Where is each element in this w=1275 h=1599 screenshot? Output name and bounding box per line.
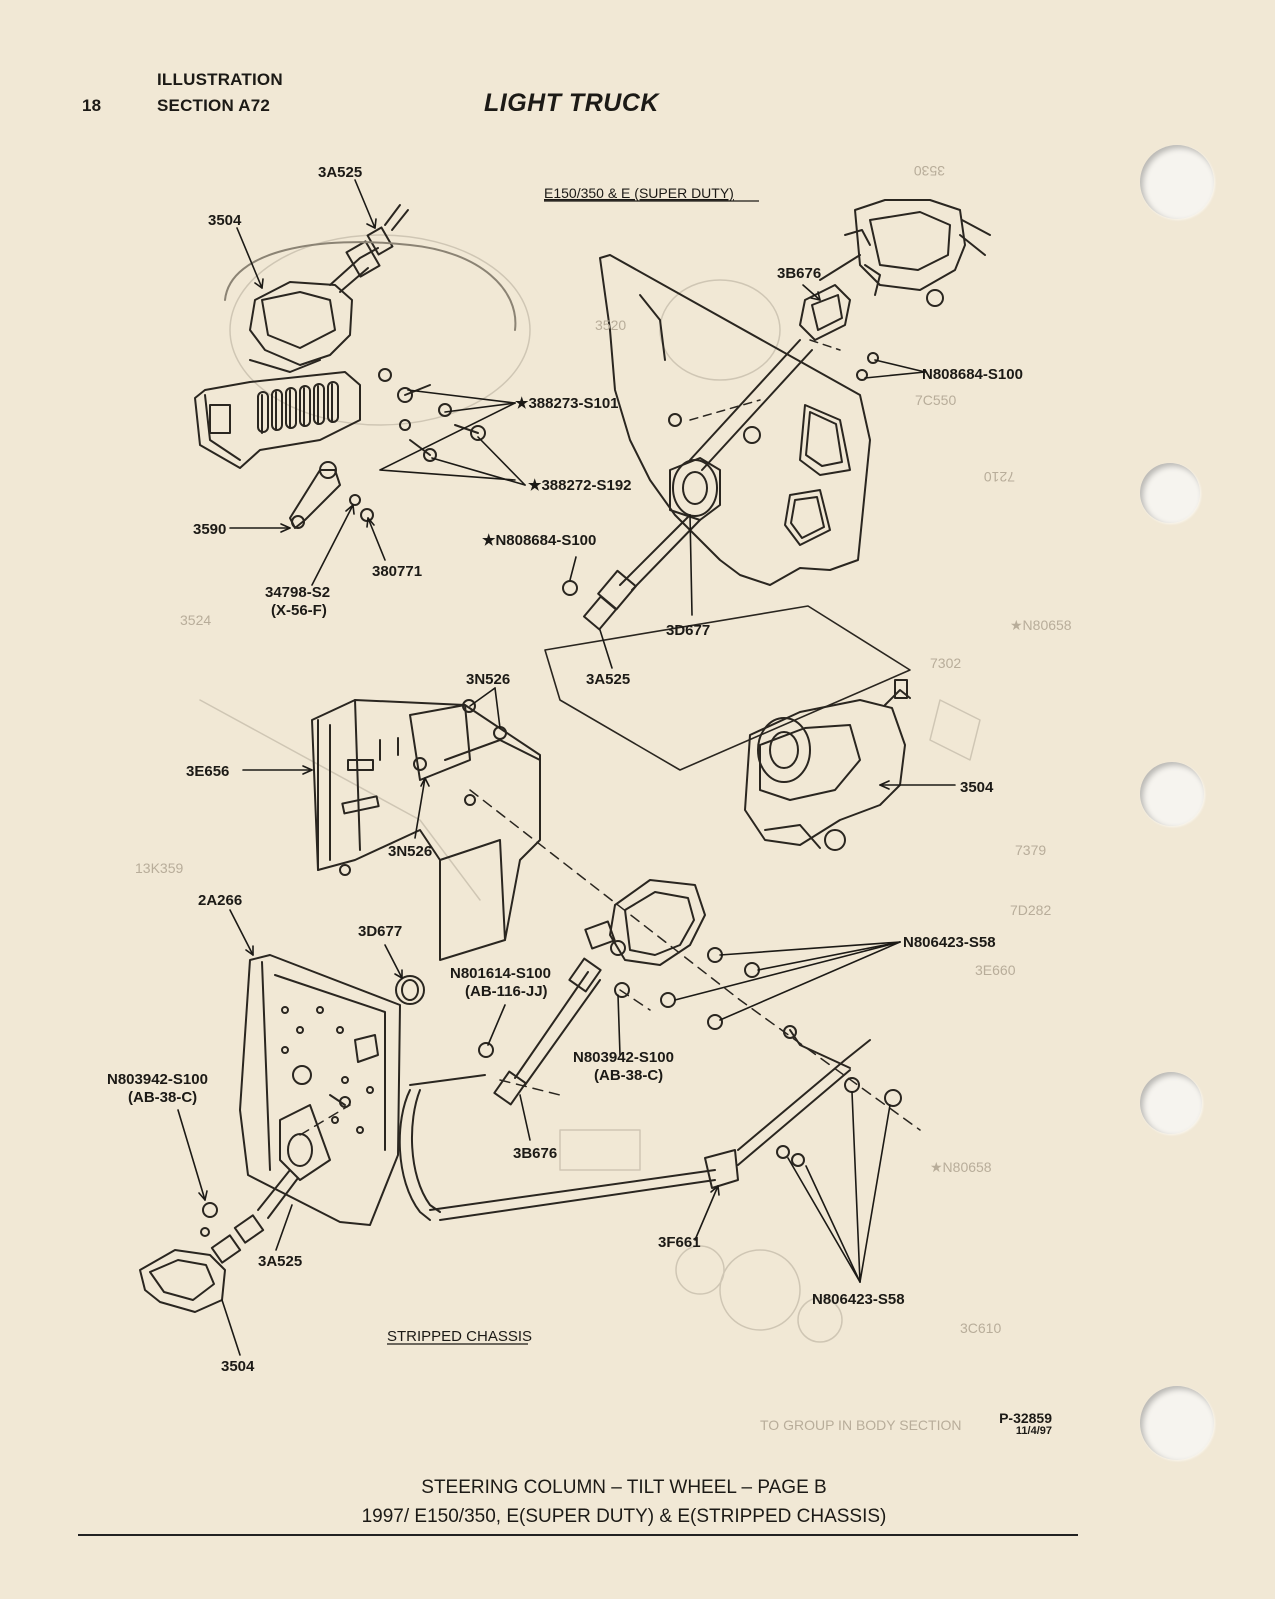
callout-2a266: 2A266: [198, 892, 242, 909]
callout-380771: 380771: [372, 563, 422, 580]
caption-line-2: 1997/ E150/350, E(SUPER DUTY) & E(STRIPP…: [361, 1506, 887, 1527]
svg-text:3524: 3524: [180, 612, 211, 628]
header-illustration: ILLUSTRATION: [157, 70, 283, 89]
callout-3d677-bot: 3D677: [358, 923, 402, 940]
svg-text:7C550: 7C550: [915, 392, 956, 408]
callout-34798-a: 34798-S2: [265, 584, 330, 601]
callout-3504-top: 3504: [208, 212, 242, 229]
binder-hole-2: [1140, 463, 1200, 523]
callout-3b676-bot: 3B676: [513, 1145, 557, 1162]
svg-text:★N80658: ★N80658: [1010, 617, 1072, 633]
callout-3504-mid: 3504: [960, 779, 994, 796]
binder-hole-5: [1140, 1386, 1214, 1460]
page-number: 18: [82, 96, 102, 115]
leader-lines: [177, 179, 956, 1356]
callout-n808684-right: N808684-S100: [922, 366, 1023, 383]
svg-text:★N80658: ★N80658: [930, 1159, 992, 1175]
middle-bracket: [311, 699, 541, 961]
callout-3f661: 3F661: [658, 1234, 701, 1251]
callout-34798-b: (X-56-F): [271, 602, 327, 619]
callout-388272: ★388272-S192: [528, 477, 632, 494]
svg-text:7379: 7379: [1015, 842, 1046, 858]
callout-3n526-top: 3N526: [466, 671, 510, 688]
callout-n806423-bot: N806423-S58: [812, 1291, 905, 1308]
svg-text:3530: 3530: [914, 163, 945, 179]
svg-text:7302: 7302: [930, 655, 961, 671]
brace-rod: [398, 1025, 902, 1221]
svg-text:13K359: 13K359: [135, 860, 183, 876]
callout-n803942-mid-b: (AB-38-C): [594, 1067, 663, 1084]
callout-n806423-top: N806423-S58: [903, 934, 996, 951]
callout-n801614-a: N801614-S100: [450, 965, 551, 982]
callout-388273: ★388273-S101: [515, 395, 619, 412]
bleed-through: 3530 3520 7C550 7210 ★N80658 3524 7302 7…: [135, 163, 1072, 1433]
callout-3a525-mid: 3A525: [586, 671, 630, 688]
callout-3590: 3590: [193, 521, 226, 538]
callout-3e656: 3E656: [186, 763, 229, 780]
svg-text:3520: 3520: [595, 317, 626, 333]
callout-3a525-top: 3A525: [318, 164, 362, 181]
callout-n803942-left-b: (AB-38-C): [128, 1089, 197, 1106]
right-gearbox: [744, 679, 911, 851]
callout-n803942-left-a: N803942-S100: [107, 1071, 208, 1088]
bottom-plate: [239, 954, 425, 1226]
section-label-super-duty: E150/350 & E (SUPER DUTY): [544, 185, 734, 201]
section-label-stripped-chassis: STRIPPED CHASSIS: [387, 1328, 532, 1345]
binder-hole-4: [1140, 1072, 1202, 1134]
header-section: SECTION A72: [157, 96, 271, 115]
callout-3504-bot: 3504: [221, 1358, 255, 1375]
binder-hole-1: [1140, 145, 1214, 219]
svg-text:7210: 7210: [984, 469, 1015, 485]
top-right-assembly: [562, 199, 991, 631]
binder-hole-3: [1140, 762, 1204, 826]
part-id-number: P-32859: [999, 1410, 1052, 1426]
callout-n808684-left: ★N808684-S100: [482, 532, 596, 549]
top-left-assembly: [194, 204, 517, 529]
callout-n801614-b: (AB-116-JJ): [465, 983, 548, 1000]
callout-3a525-bot: 3A525: [258, 1253, 302, 1270]
caption-line-1: STEERING COLUMN – TILT WHEEL – PAGE B: [421, 1477, 827, 1498]
callout-3d677-top: 3D677: [666, 622, 710, 639]
page-title: LIGHT TRUCK: [484, 89, 659, 117]
svg-text:7D282: 7D282: [1010, 902, 1051, 918]
svg-text:TO GROUP IN BODY SECTION: TO GROUP IN BODY SECTION: [760, 1417, 961, 1433]
callout-labels: 3A525 3504 ★388273-S101 ★388272-S192 359…: [107, 164, 1023, 1375]
callout-n803942-mid-a: N803942-S100: [573, 1049, 674, 1066]
part-id: P-32859 11/4/97: [970, 1411, 1052, 1437]
svg-text:3C610: 3C610: [960, 1320, 1001, 1336]
footer-rule: [78, 1534, 1078, 1536]
bottom-gearbox: [139, 1169, 299, 1313]
svg-text:3E660: 3E660: [975, 962, 1016, 978]
callout-3n526-mid: 3N526: [388, 843, 432, 860]
callout-3b676-top: 3B676: [777, 265, 821, 282]
part-id-date: 11/4/97: [1015, 1425, 1052, 1437]
